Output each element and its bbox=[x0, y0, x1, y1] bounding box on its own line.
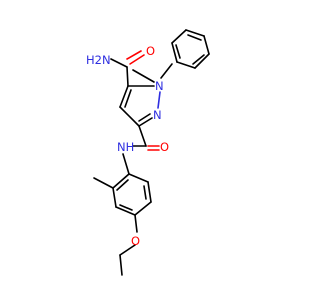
carbonyl-oxygen-top: O bbox=[146, 44, 155, 58]
nh2-label: H2N bbox=[86, 53, 111, 67]
top-carboxamide bbox=[110, 50, 145, 87]
ether-oxygen: O bbox=[131, 234, 140, 248]
pyrazole-n1: N bbox=[155, 79, 164, 93]
carbonyl-oxygen-mid: O bbox=[160, 140, 169, 154]
bond-n1-phenyl bbox=[160, 63, 173, 79]
aryl-ring bbox=[112, 153, 152, 216]
amide-nh-label: NH bbox=[117, 140, 134, 154]
molecule-structure: H2N O N N NH O O bbox=[86, 29, 210, 276]
amide-linker bbox=[132, 125, 160, 151]
ethoxy-group bbox=[119, 214, 138, 276]
pyrazole-n2: N bbox=[153, 108, 162, 122]
pyrazole-ring bbox=[119, 69, 161, 127]
methyl-bond bbox=[93, 177, 114, 189]
phenyl-ring bbox=[171, 29, 210, 69]
